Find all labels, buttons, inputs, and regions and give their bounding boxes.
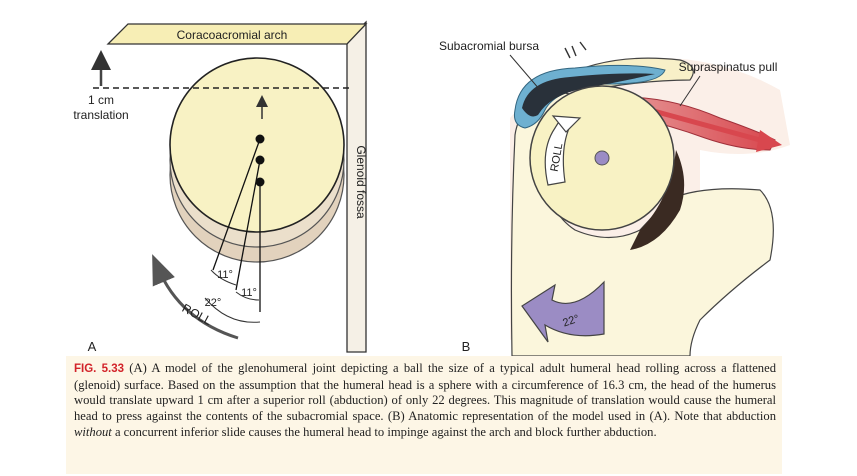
abduction-angle-label: 22° (561, 313, 581, 330)
panel-b: ROLL 22° Subacromial bursa Supraspinatus… (439, 39, 790, 357)
supraspinatus-pull-arrow (649, 107, 761, 143)
angle-small-1: 11° (217, 269, 233, 281)
roll-arrow-b-head (551, 115, 582, 133)
humeral-head-model (169, 57, 345, 233)
fossa-label: Glenoid fossa (354, 145, 368, 219)
angle-arc-1 (210, 269, 237, 286)
figure-caption: FIG. 5.33 (A) A model of the glenohumera… (74, 361, 776, 441)
bursa-dark-fill (522, 73, 655, 117)
panel-a-label: A (88, 339, 97, 354)
pull-label: Supraspinatus pull (679, 60, 778, 74)
arch-label: Coracoacromial arch (177, 28, 288, 42)
abduction-arrow (521, 280, 605, 343)
impingement-mark-1 (564, 47, 571, 59)
figure-number: FIG. 5.33 (74, 363, 125, 375)
impingement-mark-2 (571, 45, 577, 57)
bursa-leader-line (509, 54, 541, 91)
angle-arc-3 (204, 297, 261, 323)
coracoacromial-arch (106, 23, 368, 45)
roll-label-b: ROLL (549, 142, 566, 172)
angle-large: 22° (205, 297, 222, 309)
panel-b-label: B (462, 339, 471, 354)
joint-shadow (630, 150, 685, 250)
radius-line-11 (235, 159, 261, 291)
impingement-mark-3 (579, 41, 587, 51)
translation-word: translation (73, 108, 128, 122)
radius-line-22 (212, 138, 261, 271)
caption-text-1: (A) A model of the glenohumeral joint de… (74, 361, 776, 424)
translation-value: 1 cm (88, 93, 114, 107)
angle-arc-2 (235, 291, 260, 301)
angle-small-2: 11° (241, 287, 257, 299)
caption-background (66, 356, 782, 474)
caption-text-2: a concurrent inferior slide causes the h… (111, 424, 657, 439)
caption-emphasis: without (74, 424, 112, 439)
bursa-label: Subacromial bursa (439, 39, 539, 53)
roll-arrow (152, 254, 239, 340)
pull-arrow-head (756, 130, 782, 152)
head-center-dot (594, 150, 610, 166)
pull-leader-line (679, 75, 701, 107)
panel-a: Coracoacromial arch Glenoid fossa 1 cm t… (73, 20, 368, 354)
